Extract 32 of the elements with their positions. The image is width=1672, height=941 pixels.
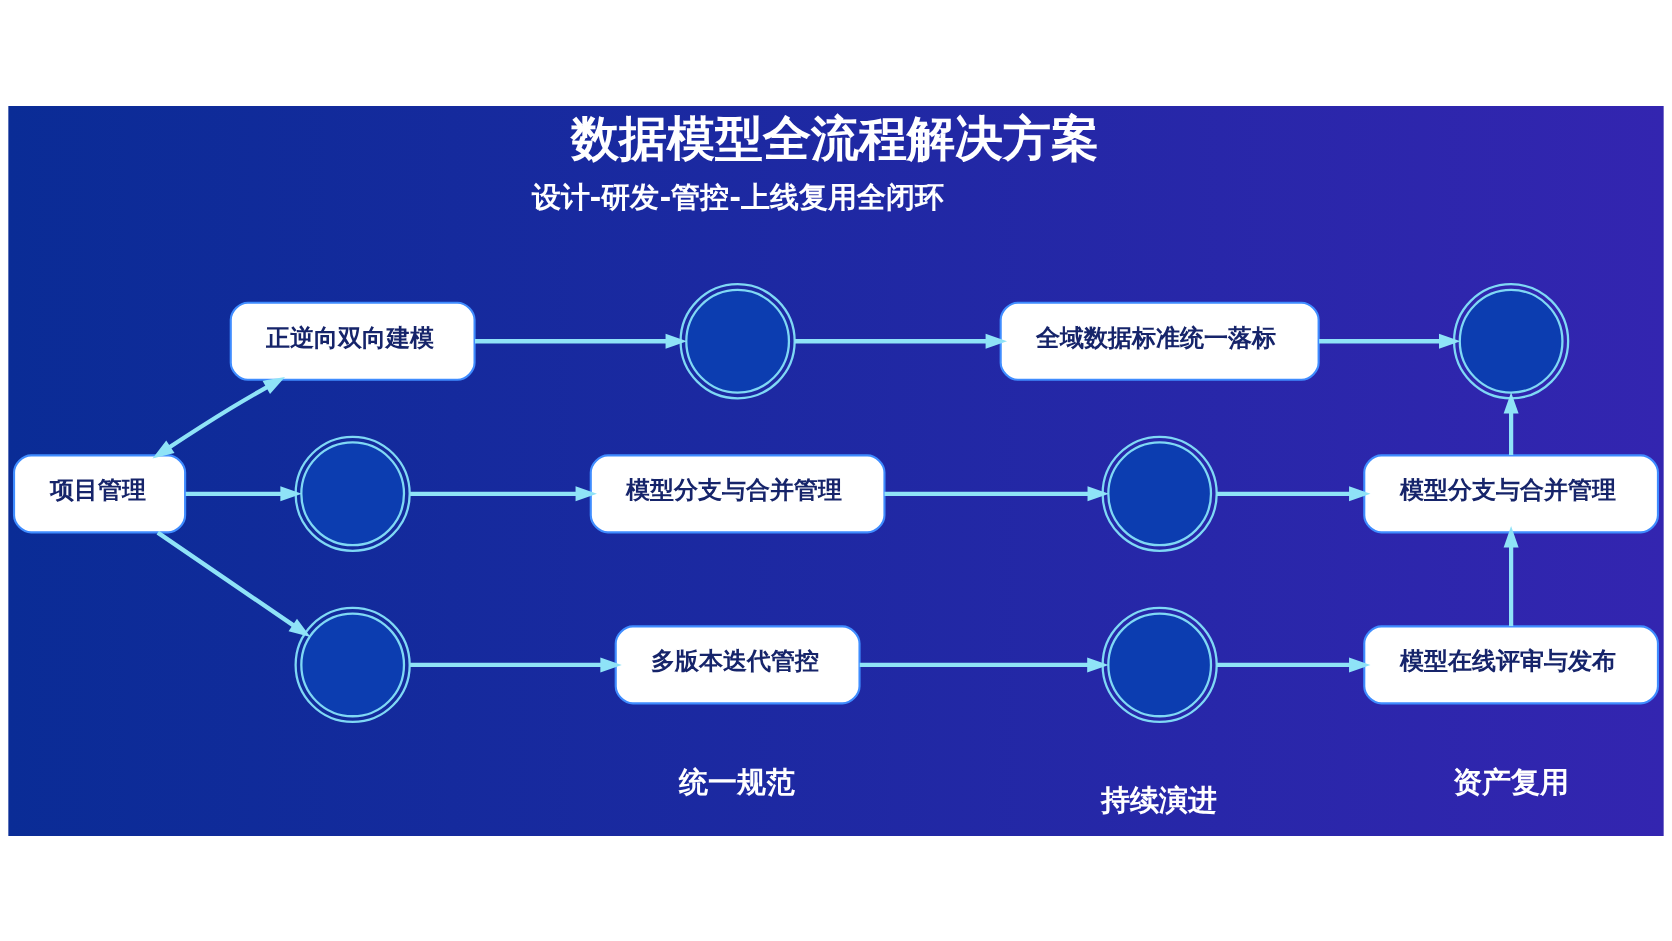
arrow [1216, 656, 1371, 672]
arrow [1503, 525, 1519, 626]
node-box: 全域数据标准统一落标 [999, 301, 1320, 381]
node-box: 项目管理 [12, 453, 187, 533]
label: 资产复用 [1452, 765, 1569, 799]
node-circle [294, 435, 411, 552]
node-box: 正逆向双向建模 [229, 301, 476, 381]
label: 统一规范 [679, 765, 796, 799]
node-circle [294, 606, 411, 723]
arrow [410, 485, 597, 501]
arrow [859, 656, 1109, 672]
diagram-title: 数据模型全流程解决方案 [570, 109, 1099, 166]
node-circle [1101, 606, 1218, 723]
arrow [1216, 485, 1371, 501]
arrow [185, 485, 302, 501]
node-circle [1452, 282, 1570, 399]
arrow [1503, 391, 1519, 455]
node-box: 模型在线评审与发布 [1363, 624, 1660, 704]
arrow [884, 485, 1109, 501]
node-box: 多版本迭代管控 [614, 624, 861, 704]
node-box: 模型分支与合并管理 [1363, 453, 1660, 533]
node-circle [679, 282, 796, 399]
arrow [410, 656, 622, 672]
label: 持续演进 [1101, 783, 1218, 817]
arrow [475, 333, 687, 349]
arrow [156, 530, 311, 637]
arrow [152, 376, 286, 459]
arrow [794, 333, 1008, 349]
arrow [1319, 333, 1461, 349]
label: 设计-研发-管控-上线复用全闭环 [531, 180, 945, 214]
node-box: 模型分支与合并管理 [589, 453, 886, 533]
node-circle [1101, 435, 1218, 552]
